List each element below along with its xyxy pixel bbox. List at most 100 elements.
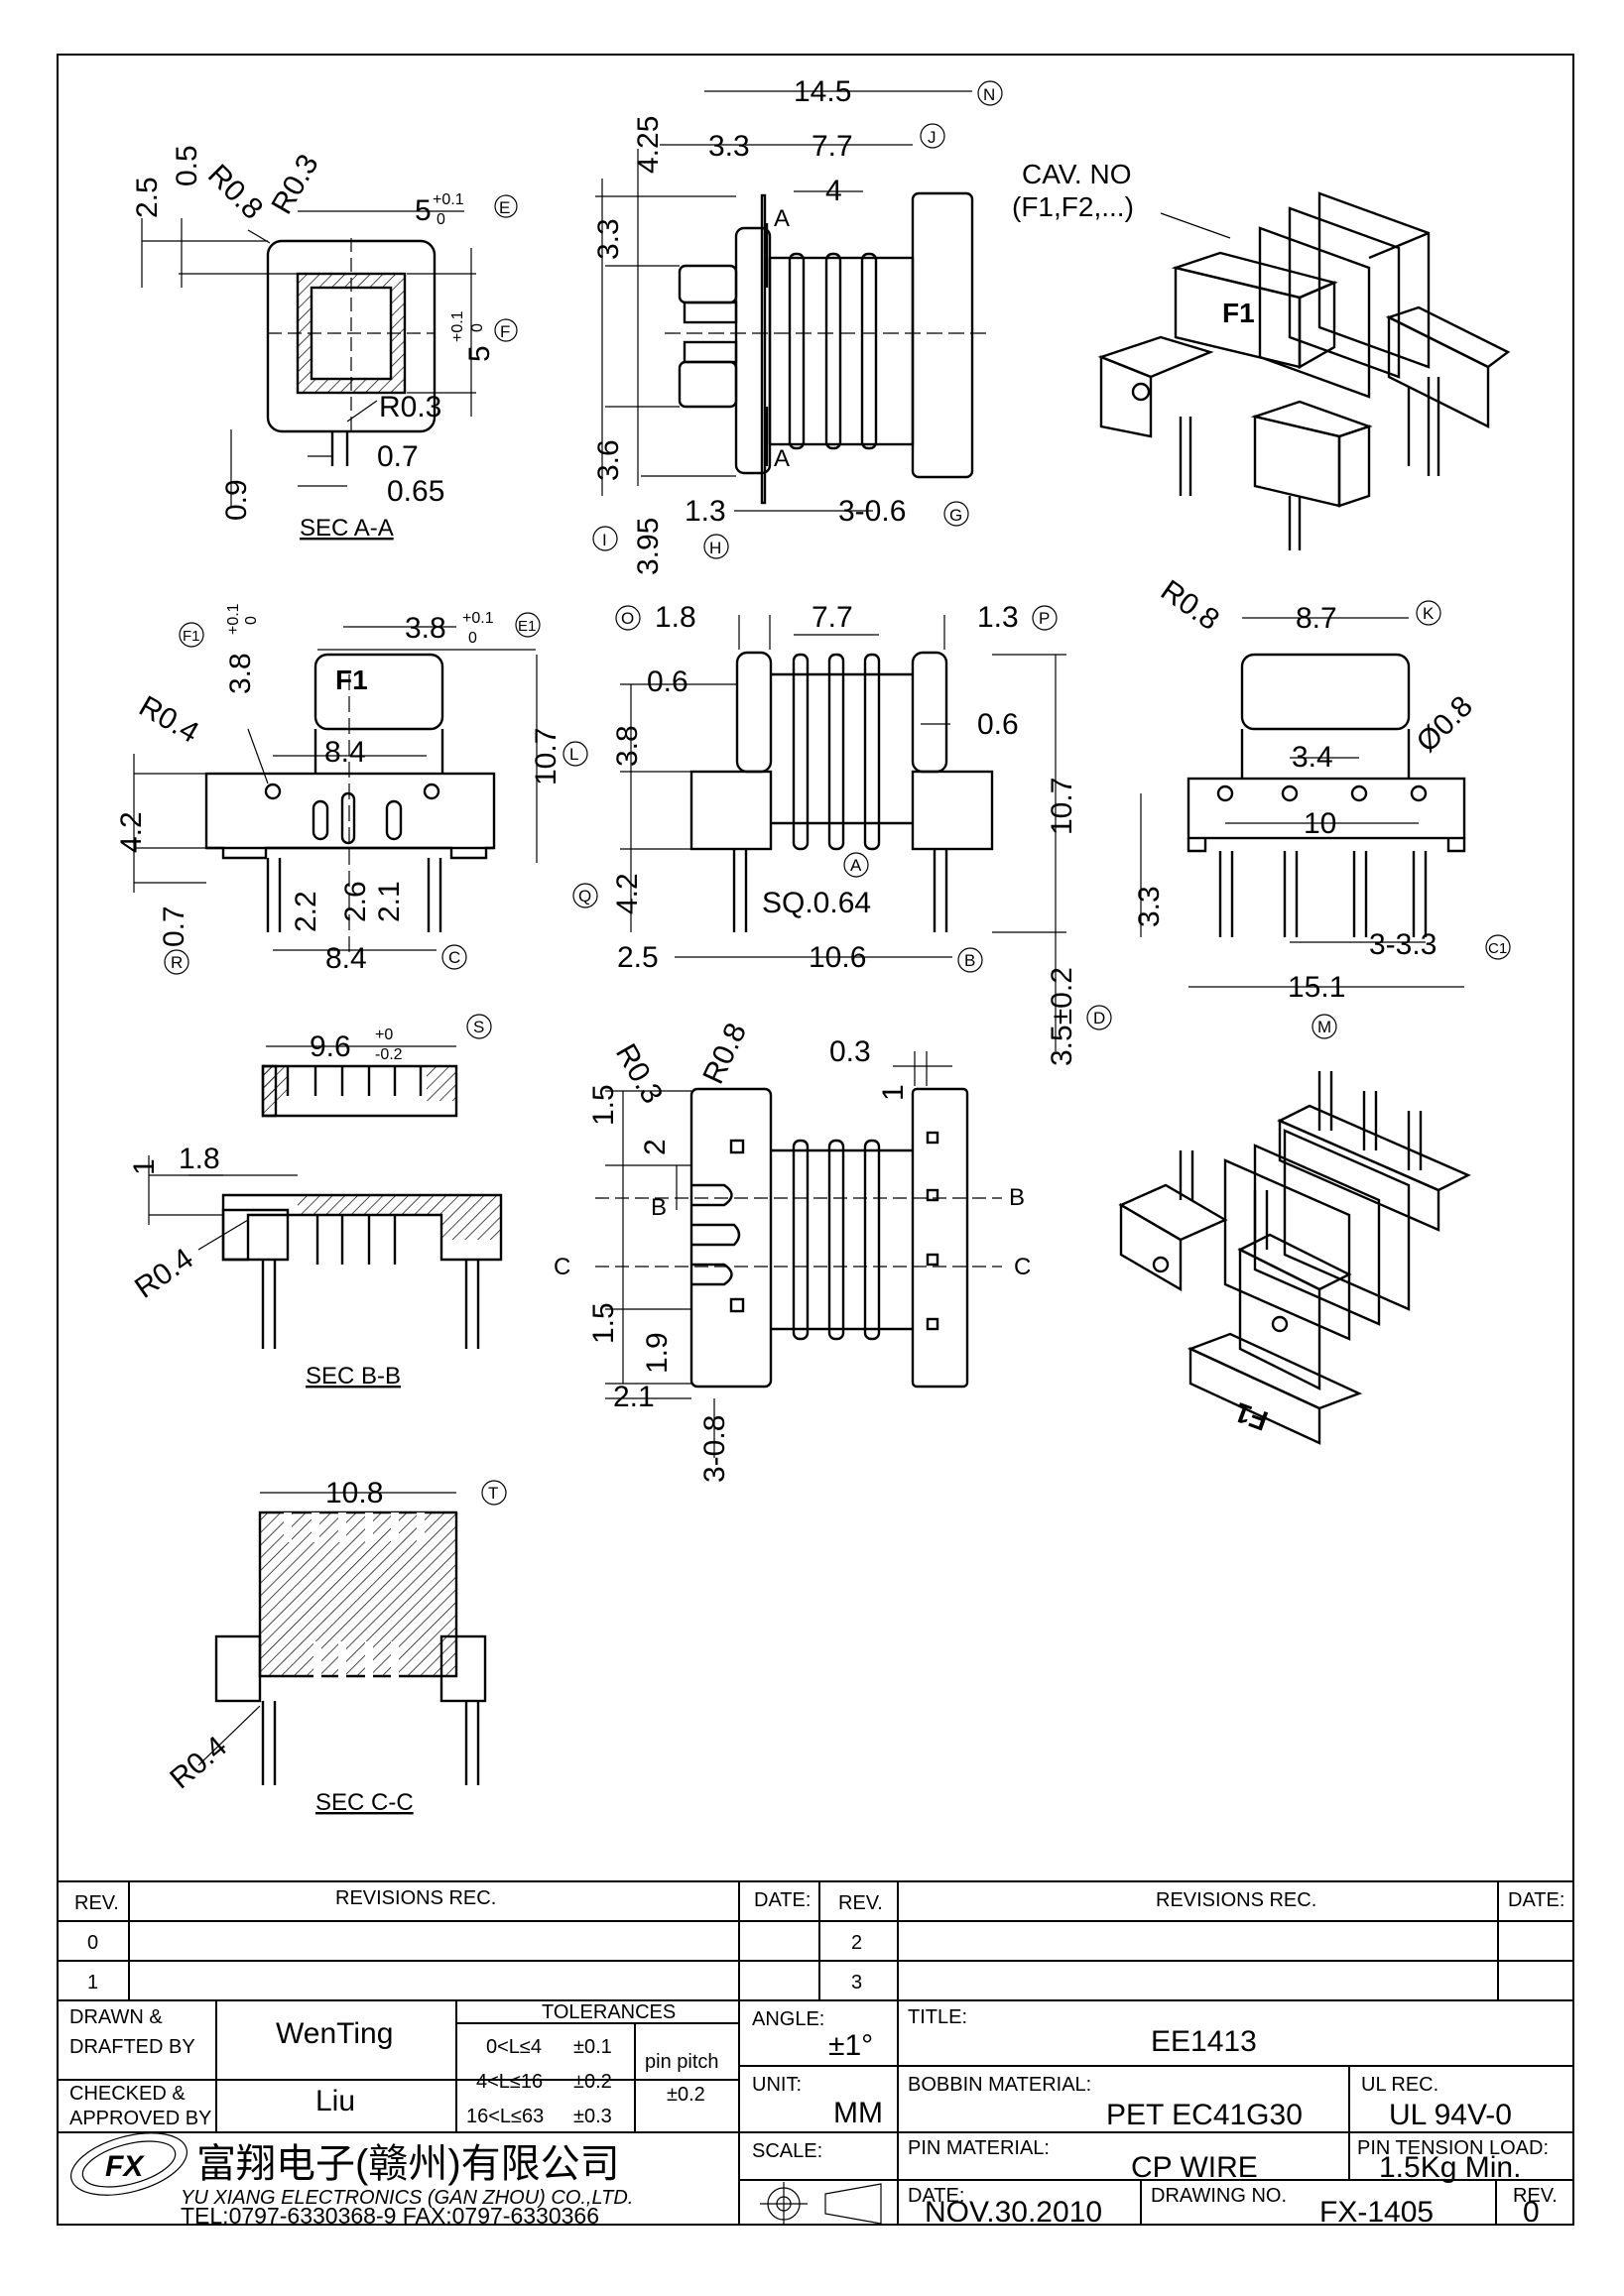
bottom-circle-p: P: [1039, 609, 1050, 628]
sec-a-label: SEC A-A: [300, 515, 394, 542]
pin-pitch-value: ±0.2: [667, 2084, 705, 2106]
front-dim-3.8-right: 3.8: [405, 612, 446, 645]
pin-pitch-label: pin pitch: [645, 2051, 719, 2073]
front-circle-c: C: [448, 948, 460, 967]
rev-value: 0: [1523, 2196, 1540, 2229]
sec-a-dim-5-horizontal: 5: [415, 194, 432, 227]
tolerances-title: TOLERANCES: [542, 2001, 676, 2023]
sec-a-dim-0.7: 0.7: [377, 440, 419, 473]
section-c-c-view: 10.8 R0.4 T SEC C-C: [164, 1477, 507, 1816]
sec-b-dim-9.6: 9.6: [310, 1030, 351, 1063]
tol-row-2-value: ±0.2: [573, 2071, 612, 2093]
isometric-view-top: CAV. NO (F1,F2,...) F1: [1012, 159, 1511, 550]
detail-cut-b-left: B: [651, 1194, 667, 1221]
sec-a-dim-5-vertical: 5: [463, 345, 496, 362]
bottom-circle-q: Q: [578, 887, 591, 906]
angle-label: ANGLE:: [752, 2008, 824, 2030]
projection-symbol-icon: [760, 2182, 882, 2226]
sec-a-dim-2.5: 2.5: [131, 177, 164, 218]
side-dim-7.7: 7.7: [812, 130, 853, 163]
bobbin-material-label: BOBBIN MATERIAL:: [908, 2074, 1091, 2096]
front-dim-4.2: 4.2: [115, 811, 148, 853]
front-view: 3.8 +0.1 0 3.8 +0.1 0 R0.4 8.4 10.7 4.2 …: [115, 603, 588, 975]
date-label: DATE:: [908, 2185, 964, 2207]
checked-by-value: Liu: [315, 2085, 355, 2117]
tol-row-1-range: 0<L≤4: [486, 2036, 542, 2058]
side-dim-3.3-left: 3.3: [592, 218, 625, 260]
sec-a-dim-0.9: 0.9: [220, 479, 253, 521]
side-cut-a-top: A: [774, 205, 790, 232]
detail-dim-0.3: 0.3: [829, 1035, 871, 1068]
checked-label-1: CHECKED &: [69, 2083, 186, 2105]
side-dim-4: 4: [825, 175, 842, 207]
bottom-dim-1.3: 1.3: [977, 601, 1019, 634]
section-b-b-view: 9.6 +0 -0.2 1.8 1 R0.4 S SEC B-B: [128, 1014, 503, 1390]
sec-a-circle-e: E: [499, 198, 510, 217]
sec-c-dim-10.8: 10.8: [325, 1477, 383, 1510]
sec-a-dim-0.5: 0.5: [171, 145, 203, 186]
company-contact: TEL:0797-6330368-9 FAX:0797-6330366: [181, 2203, 599, 2229]
front-circle-l: L: [569, 745, 578, 764]
front-tol-plus-right: +0.1: [462, 610, 494, 627]
rev-row-3: 3: [851, 1972, 862, 1994]
section-a-a-view: 2.5 0.5 R0.8 R0.3 5 +0.1 0 5 +0.1 0 R0.3…: [131, 145, 518, 542]
title-value: EE1413: [1151, 2025, 1257, 2058]
bottom-dim-3.5: 3.5±0.2: [1046, 967, 1078, 1066]
date-header-right: DATE:: [1508, 1889, 1564, 1911]
detail-dim-2.1: 2.1: [613, 1381, 655, 1413]
right-circle-m: M: [1317, 1018, 1331, 1036]
detail-top-view: R0.3 R0.8 0.3 1.5 2 1 B B C C 1.5 1.9 2.…: [554, 1019, 1031, 1483]
sec-b-label: SEC B-B: [306, 1363, 401, 1390]
bottom-circle-d: D: [1093, 1009, 1105, 1027]
front-circle-e1: E1: [518, 618, 536, 635]
right-dim-3-3.3: 3-3.3: [1369, 928, 1437, 961]
side-dim-3.95: 3.95: [632, 518, 665, 575]
side-dim-3-0.6: 3-0.6: [838, 495, 906, 528]
sec-c-label: SEC C-C: [315, 1789, 414, 1816]
side-dim-1.3: 1.3: [685, 495, 726, 528]
bottom-dim-4.2: 4.2: [611, 873, 644, 914]
side-dim-3.6: 3.6: [592, 439, 625, 481]
side-circle-n: N: [983, 85, 995, 104]
right-dim-r0.8: R0.8: [1155, 574, 1225, 637]
rev-row-2: 2: [851, 1932, 862, 1954]
detail-dim-r0.8: R0.8: [696, 1019, 753, 1089]
right-dim-dia0.8: Ø0.8: [1411, 690, 1479, 759]
detail-dim-1.5-bottom: 1.5: [587, 1302, 620, 1344]
right-dim-3.4: 3.4: [1292, 741, 1333, 774]
bottom-dim-10.6: 10.6: [809, 941, 866, 974]
detail-dim-2: 2: [639, 1139, 672, 1155]
sec-a-tol-plus-v: +0.1: [449, 310, 466, 342]
bottom-dim-0.6-left: 0.6: [647, 665, 688, 698]
detail-dim-3-0.8: 3-0.8: [698, 1415, 731, 1483]
detail-dim-1: 1: [877, 1084, 910, 1101]
front-dim-8.4-bottom: 8.4: [325, 942, 367, 975]
front-dim-2.1: 2.1: [373, 881, 406, 922]
revisions-header-right: REVISIONS REC.: [1156, 1889, 1316, 1911]
sec-b-dim-1.8: 1.8: [179, 1143, 220, 1175]
tol-row-1-value: ±0.1: [573, 2036, 612, 2058]
detail-cut-c-left: C: [554, 1254, 570, 1280]
side-circle-i: I: [602, 531, 607, 549]
front-dim-2.2: 2.2: [290, 891, 322, 932]
rev-label: REV.: [1513, 2185, 1558, 2207]
front-circle-f1: F1: [183, 628, 200, 645]
right-circle-c1: C1: [1488, 940, 1507, 957]
bottom-dim-0.6-right: 0.6: [977, 708, 1019, 741]
front-mark-f1: F1: [335, 665, 368, 695]
front-dim-3.8-left: 3.8: [224, 653, 257, 694]
drawn-label-2: DRAFTED BY: [69, 2036, 195, 2058]
sec-b-circle-s: S: [473, 1018, 484, 1036]
iso-bottom-f1-mark: F1: [1231, 1396, 1272, 1436]
side-circle-g: G: [949, 506, 962, 525]
tol-row-2-range: 4<L≤16: [476, 2071, 543, 2093]
angle-value: ±1°: [828, 2029, 873, 2062]
right-dim-8.7: 8.7: [1296, 602, 1337, 635]
side-circle-j: J: [928, 128, 937, 147]
sec-b-dim-1: 1: [128, 1158, 161, 1175]
side-dim-4.25: 4.25: [632, 116, 665, 174]
sec-a-circle-f: F: [500, 322, 510, 341]
bottom-circle-o: O: [621, 609, 634, 628]
front-tol-plus-left: +0.1: [225, 603, 242, 635]
